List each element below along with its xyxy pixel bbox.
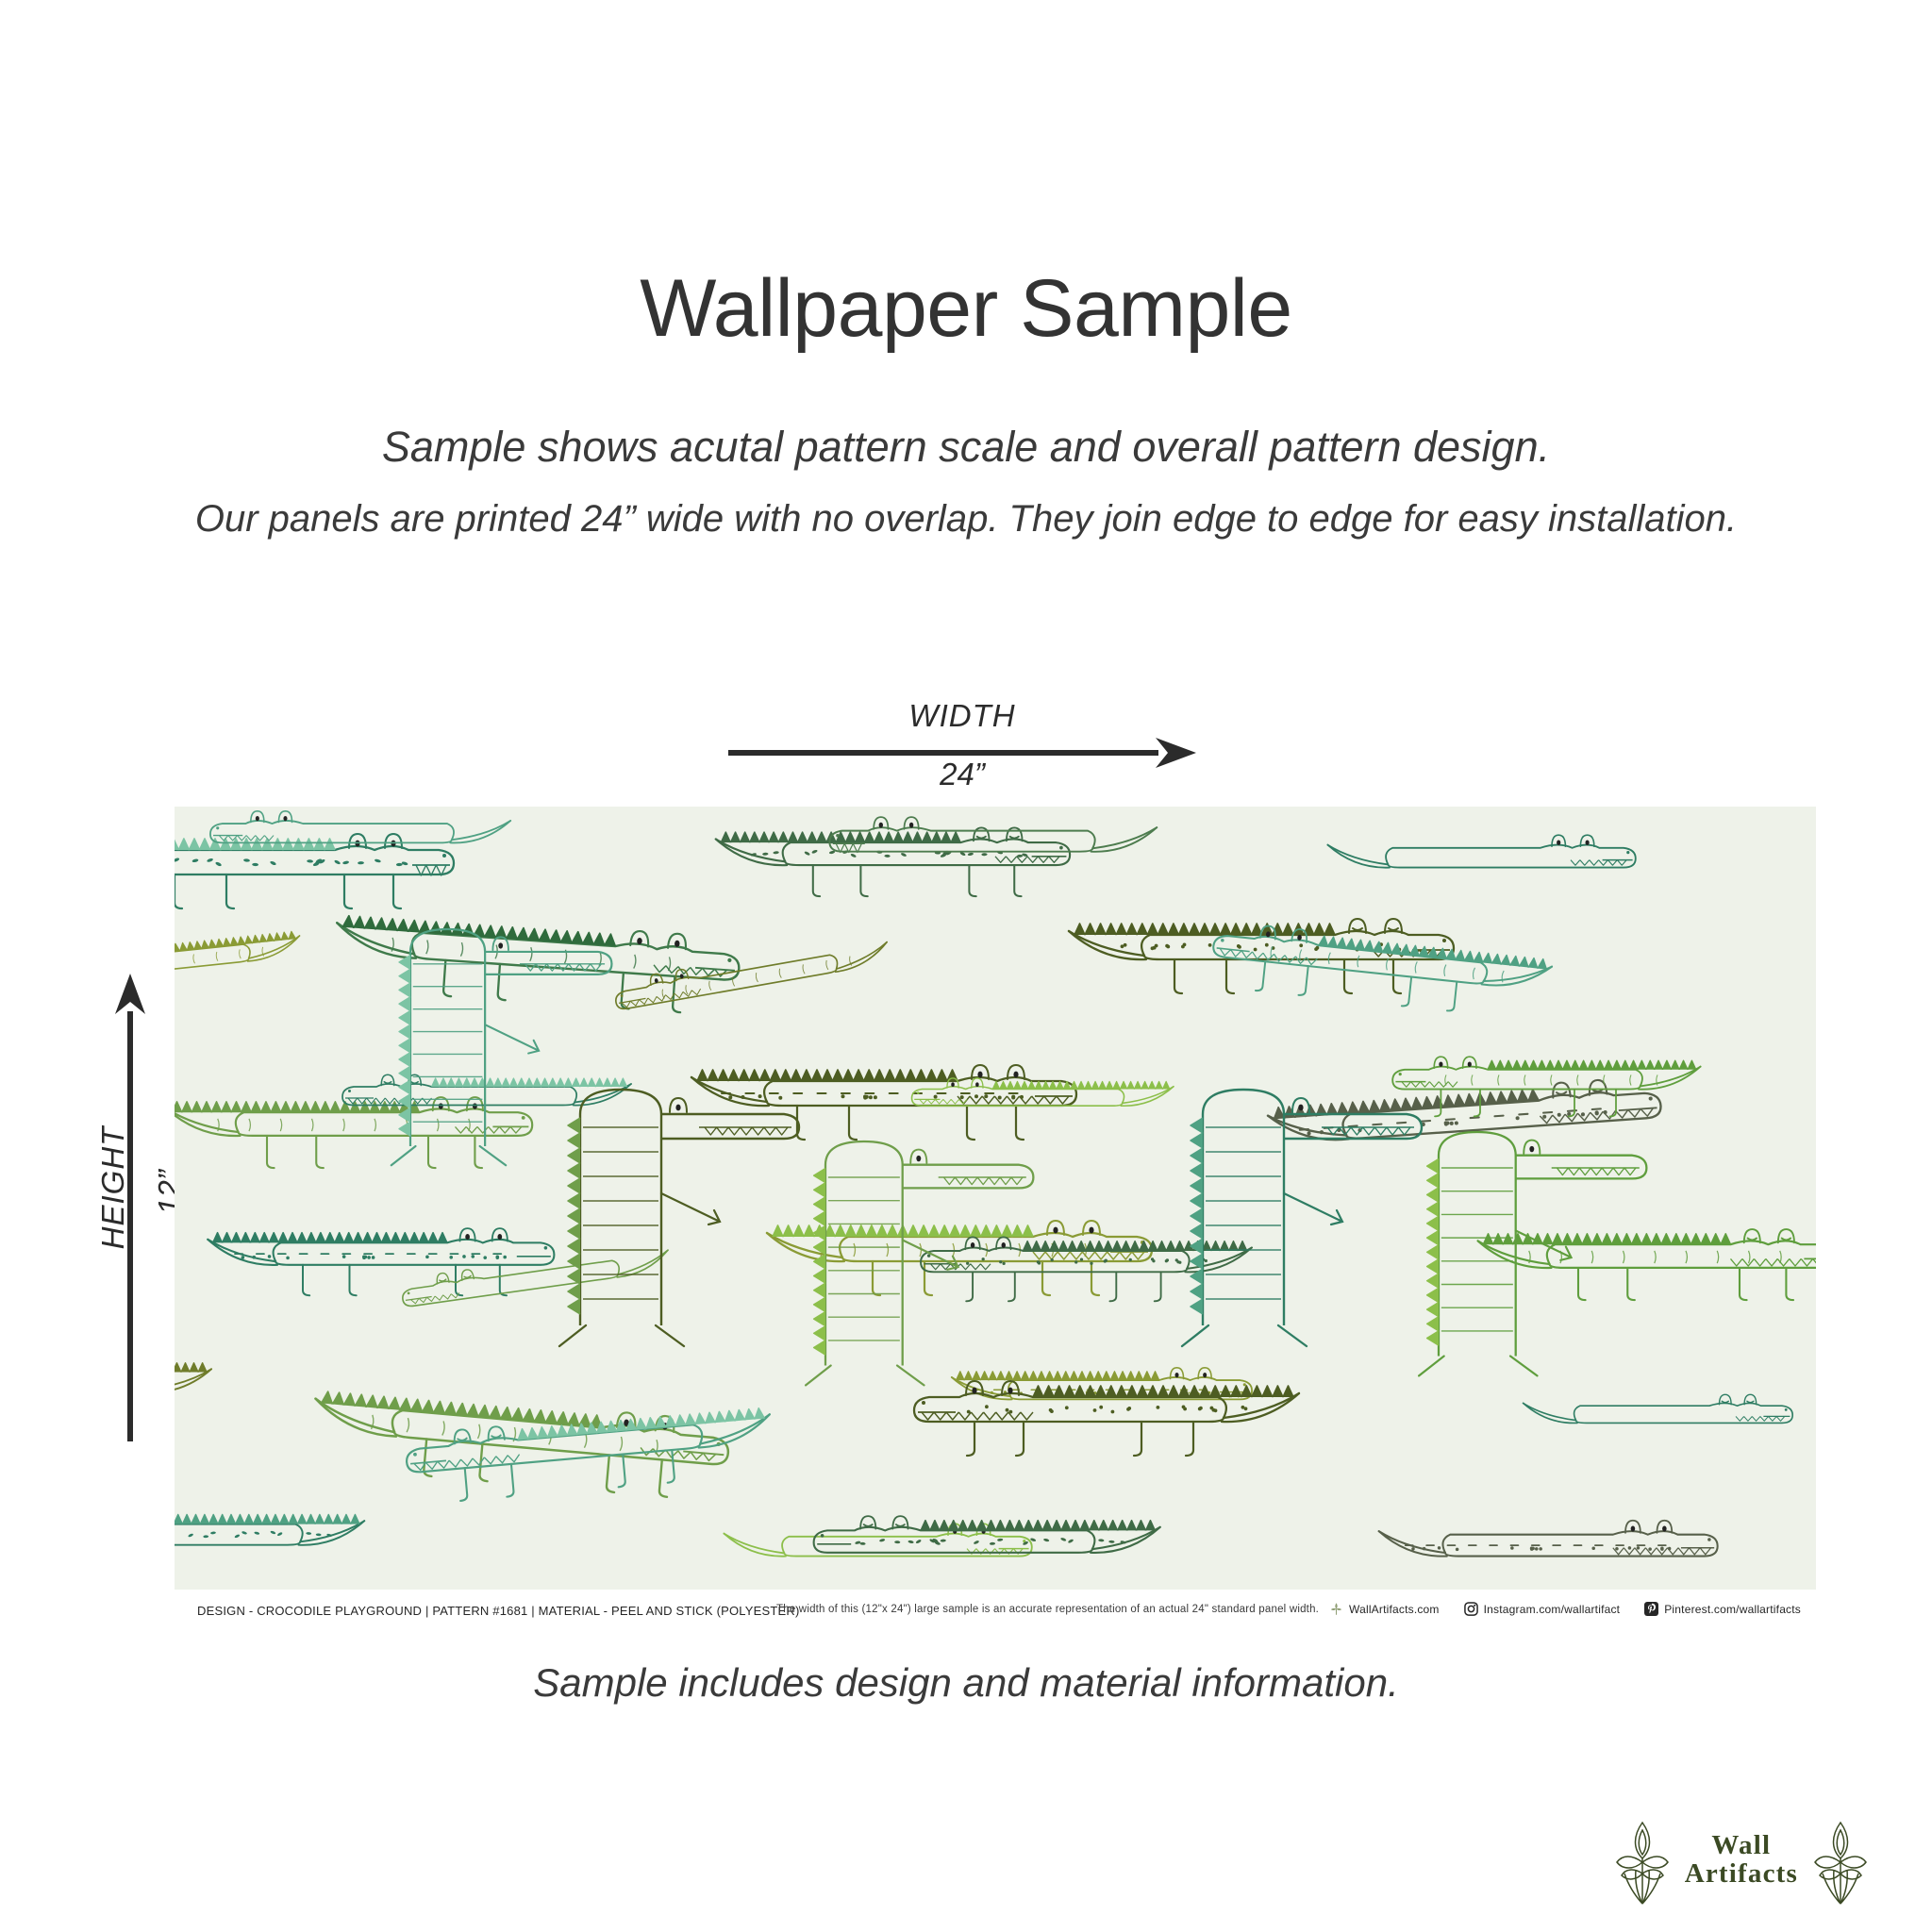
wall-artifacts-logo-icon (1330, 1603, 1342, 1615)
height-label: HEIGHT (95, 1125, 130, 1250)
brand-line-1: Wall (1711, 1830, 1772, 1861)
link-wallartifacts-label: WallArtifacts.com (1349, 1602, 1440, 1616)
bottom-caption: Sample includes design and material info… (533, 1660, 1399, 1705)
pinterest-icon (1644, 1602, 1659, 1616)
sample-social-links: WallArtifacts.com Instagram.com/wallarti… (1329, 1602, 1801, 1616)
link-pinterest[interactable]: Pinterest.com/wallartifacts (1644, 1602, 1801, 1616)
instagram-icon (1463, 1602, 1478, 1616)
width-arrow-icon (728, 738, 1196, 768)
sample-design-info: DESIGN - CROCODILE PLAYGROUND | PATTERN … (197, 1604, 800, 1618)
link-instagram-label: Instagram.com/wallartifact (1483, 1602, 1621, 1616)
subtitle-line-1: Sample shows acutal pattern scale and ov… (381, 423, 1551, 471)
height-arrow-icon (115, 974, 145, 1441)
subtitle-line-2: Our panels are printed 24” wide with no … (194, 498, 1738, 540)
link-instagram[interactable]: Instagram.com/wallartifact (1463, 1602, 1621, 1616)
crocodile-pattern-artwork (175, 810, 1816, 1557)
brand-line-2: Artifacts (1684, 1858, 1798, 1889)
brand-logo: Wall Artifacts (1606, 1815, 1877, 1906)
width-value: 24” (940, 757, 985, 791)
botanical-ornament-icon (1615, 1821, 1669, 1905)
botanical-ornament-icon (1814, 1821, 1867, 1905)
wallpaper-sample-panel: DESIGN - CROCODILE PLAYGROUND | PATTERN … (175, 807, 1816, 1637)
page-title: Wallpaper Sample (640, 263, 1292, 354)
width-dimension-indicator: WIDTH 24” (726, 698, 1198, 802)
width-label: WIDTH (908, 698, 1016, 733)
link-wallartifacts[interactable]: WallArtifacts.com (1329, 1602, 1440, 1616)
link-pinterest-label: Pinterest.com/wallartifacts (1664, 1602, 1801, 1616)
sample-width-note: The width of this (12"x 24") large sampl… (776, 1604, 1320, 1615)
brand-text: Wall Artifacts (1685, 1832, 1798, 1888)
height-dimension-indicator: HEIGHT 12” (66, 972, 187, 1443)
sample-footer-strip: DESIGN - CROCODILE PLAYGROUND | PATTERN … (175, 1590, 1816, 1637)
